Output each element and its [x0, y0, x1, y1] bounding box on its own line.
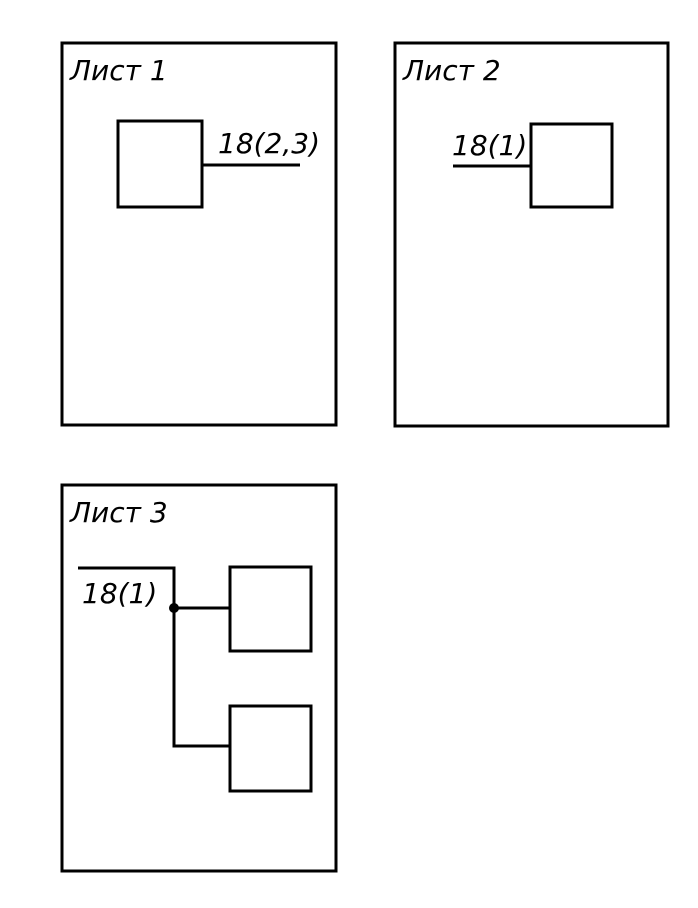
sheet-2-wire-label: 18(1) — [452, 129, 527, 162]
sheet-3-wire-lower-branch — [172, 608, 230, 748]
sheet-2-title: Лист 2 — [402, 54, 501, 87]
sheet-1: Лист 1 18(2,3) — [60, 41, 338, 427]
sheet-3-junction-dot — [169, 603, 179, 613]
sheet-3-wire-label: 18(1) — [82, 577, 157, 610]
sheet-1-wire-label: 18(2,3) — [218, 127, 320, 160]
sheet-2: Лист 2 18(1) — [393, 41, 670, 428]
sheet-3-block-lower — [228, 704, 313, 793]
sheet-1-frame — [60, 41, 338, 427]
sheet-2-block — [529, 122, 614, 209]
sheet-3: Лист 3 18(1) — [60, 483, 338, 873]
sheet-1-title: Лист 1 — [69, 54, 168, 87]
sheet-3-frame — [60, 483, 338, 873]
sheet-2-frame — [393, 41, 670, 428]
sheet-1-block — [116, 119, 204, 209]
sheet-3-title: Лист 3 — [69, 496, 168, 529]
sheet-3-block-upper — [228, 565, 313, 653]
sheet-3-wire-incoming — [78, 566, 176, 608]
